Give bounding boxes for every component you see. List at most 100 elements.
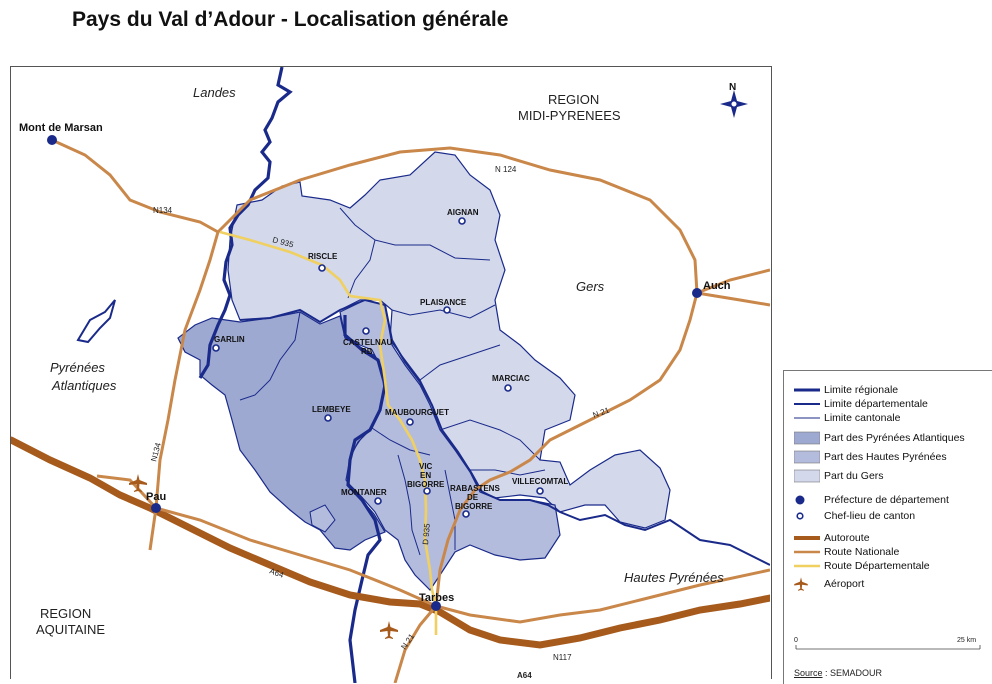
airport-icon (129, 474, 147, 492)
legend-label: Préfecture de département (824, 494, 949, 506)
legend-symbol (794, 417, 820, 419)
label-castelnau-2: RB (361, 347, 373, 356)
enclave (309, 504, 336, 533)
national-roads (51, 138, 770, 683)
canton-marker[interactable] (406, 418, 414, 426)
scale-start: 0 (794, 637, 798, 644)
prefecture-marker[interactable] (47, 135, 57, 145)
label-road-n124: N 124 (495, 165, 517, 174)
canton-marker[interactable] (443, 306, 451, 314)
label-montaner: MONTANER (341, 488, 387, 497)
label-pa-2: Atlantiques (51, 378, 117, 393)
canton-marker[interactable] (423, 487, 431, 495)
label-maubourguet: MAUBOURGUET (385, 408, 449, 417)
label-region-midi-2: MIDI-PYRENEES (518, 108, 621, 123)
legend-label: Limite régionale (824, 384, 899, 396)
legend-item-hautes-pyrenees: Part des Hautes Pyrénées (784, 450, 992, 464)
prefecture-marker[interactable] (431, 601, 441, 611)
scale-bar-graphic: 0 25 km (794, 637, 981, 650)
source-value: : SEMADOUR (822, 668, 883, 678)
label-vic-2: EN (420, 471, 431, 480)
label-hautes-pyrenees: Hautes Pyrénées (624, 570, 724, 585)
legend-item-regional-limit: Limite régionale (784, 383, 992, 397)
canton-marker[interactable] (374, 497, 382, 505)
legend-label: Route Départementale (824, 560, 930, 572)
legend-symbol (794, 403, 820, 405)
airport-icon (380, 621, 398, 639)
legend-item-airport: Aéroport (784, 577, 992, 591)
canton-marker[interactable] (458, 217, 466, 225)
canton-marker[interactable] (462, 510, 470, 518)
compass-rose-icon (720, 90, 748, 118)
label-region-aquitaine-1: REGION (40, 606, 91, 621)
label-road-d935b: D 935 (421, 523, 432, 546)
legend-label: Part des Hautes Pyrénées (824, 451, 947, 463)
canton-marker[interactable] (324, 414, 332, 422)
legend-label: Part des Pyrénées Atlantiques (824, 432, 965, 444)
label-rabastens-2: DE (467, 493, 479, 502)
canton-marker[interactable] (318, 264, 326, 272)
legend-item-autoroute: Autoroute (784, 531, 992, 545)
legend-label: Route Nationale (824, 546, 900, 558)
label-plaisance: PLAISANCE (420, 298, 467, 307)
autoroute-a64 (11, 436, 770, 649)
legend-item-prefecture: Préfecture de département (784, 493, 992, 507)
map-title: Pays du Val d’Adour - Localisation génér… (72, 8, 509, 31)
label-villecomtal: VILLECOMTAL (512, 477, 568, 486)
label-road-a64b: A64 (517, 671, 532, 680)
compass-label: N (729, 82, 736, 93)
legend-label: Aéroport (824, 578, 865, 590)
label-garlin: GARLIN (214, 335, 245, 344)
canton-marker[interactable] (536, 487, 544, 495)
label-pau: Pau (146, 491, 166, 503)
legend-label: Chef-lieu de canton (824, 510, 916, 522)
scale-end: 25 km (957, 637, 976, 644)
label-region-midi-1: REGION (548, 92, 599, 107)
pa-limit-west (76, 299, 116, 344)
label-pa-1: Pyrénées (50, 360, 105, 375)
prefecture-marker[interactable] (151, 503, 161, 513)
map-frame (10, 66, 772, 679)
label-gers: Gers (576, 279, 605, 294)
label-castelnau-1: CASTELNAU (343, 338, 393, 347)
legend-label: Limite départementale (824, 398, 928, 410)
label-lembeye: LEMBEYE (312, 405, 351, 414)
legend-item-cantonal-limit: Limite cantonale (784, 411, 992, 425)
label-auch: Auch (703, 280, 731, 292)
label-road-n134a: N134 (153, 206, 173, 215)
legend-item-departmental-limit: Limite départementale (784, 397, 992, 411)
legend-item-pyrenees-atlantiques: Part des Pyrénées Atlantiques (784, 431, 992, 445)
scale-bar: 0 25 km (794, 633, 984, 663)
prefecture-marker[interactable] (692, 288, 702, 298)
label-region-aquitaine-2: AQUITAINE (36, 622, 105, 637)
legend-symbol (794, 550, 820, 554)
legend-label: Autoroute (824, 532, 870, 544)
legend-symbol (794, 388, 820, 392)
legend-symbol (794, 431, 820, 445)
source-note: Source : SEMADOUR (794, 668, 882, 678)
route-d935 (219, 230, 438, 635)
legend-symbol (794, 469, 820, 483)
cantonal-boundaries (239, 207, 546, 556)
legend-symbol (794, 564, 820, 568)
legend-symbol (794, 536, 820, 540)
label-tarbes: Tarbes (419, 592, 454, 604)
canton-marker[interactable] (362, 327, 370, 335)
label-road-n21a: N 21 (592, 405, 611, 419)
legend-label: Part du Gers (824, 470, 884, 482)
legend-symbol (796, 512, 804, 520)
canton-marker[interactable] (504, 384, 512, 392)
regional-limit (198, 67, 387, 683)
label-landes: Landes (193, 85, 236, 100)
legend-item-canton: Chef-lieu de canton (784, 509, 992, 523)
legend-symbol (795, 495, 805, 505)
label-marciac: MARCIAC (492, 374, 530, 383)
label-vic-3: BIGORRE (407, 480, 445, 489)
label-rabastens-1: RABASTENS (450, 484, 500, 493)
pyrenees-atlantiques-territory (177, 311, 386, 551)
legend-symbol (794, 450, 820, 464)
canton-marker[interactable] (212, 344, 220, 352)
legend-item-route-departementale: Route Départementale (784, 559, 992, 573)
source-label: Source (794, 668, 823, 678)
